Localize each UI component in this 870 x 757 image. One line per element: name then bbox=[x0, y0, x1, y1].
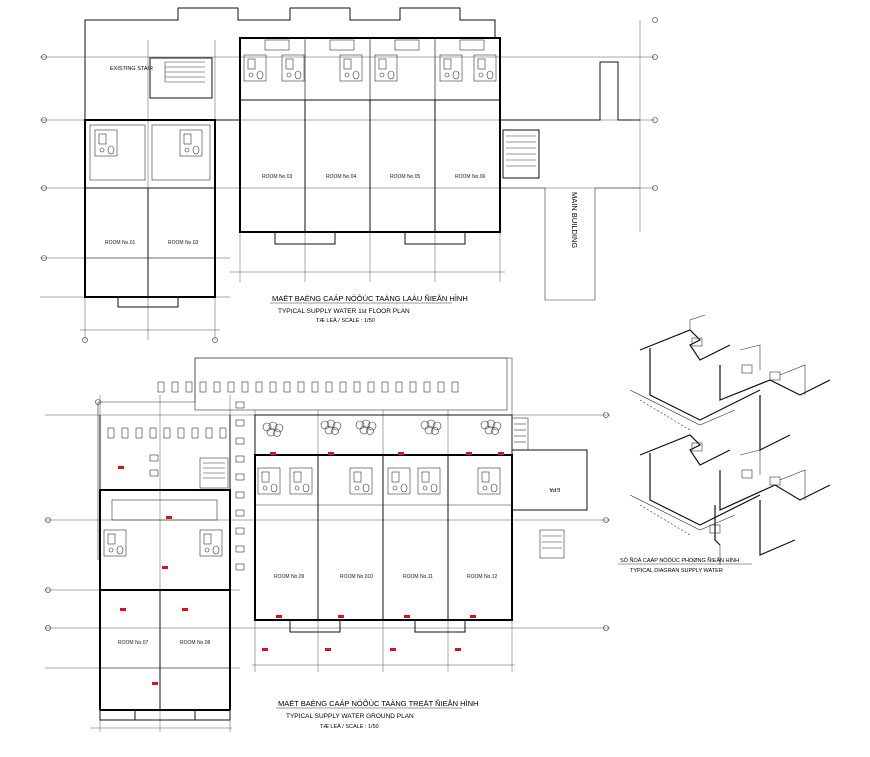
lower-scale: TÆ LEÄ / SCALE : 1/50 bbox=[320, 723, 379, 730]
main-building-label: MAIN BUILDING bbox=[570, 192, 579, 248]
room-label: ROOM No.08 bbox=[180, 640, 211, 646]
iso-lower-level bbox=[629, 434, 831, 565]
upper-plan-title: MAËT BAÈNG CAÁP NÖÔÙC TAÀNG LAÀU ÑIEÅN H… bbox=[270, 294, 468, 324]
upper-right-wing: ROOM No.03 ROOM No.04 ROOM No.05 ROOM No… bbox=[239, 37, 501, 245]
room-label: ROOM No.07 bbox=[118, 640, 149, 646]
room-label: ROOM No.05 bbox=[390, 174, 421, 180]
lower-right-wing: EPA ROOM No.09 ROOM No.010 ROOM No.11 RO… bbox=[254, 414, 588, 633]
lower-title-en: TYPICAL SUPPLY WATER GROUND PLAN bbox=[286, 713, 414, 720]
existing-stair-label: EXISTING STAIR bbox=[110, 66, 153, 72]
upper-title-en: TYPICAL SUPPLY WATER 1st FLOOR PLAN bbox=[278, 308, 410, 315]
room-label: ROOM No.010 bbox=[340, 574, 373, 580]
lower-plan-title: MAËT BAÈNG CAÁP NÖÔÙC TAÀNG TREÄT ÑIEÅN … bbox=[276, 699, 478, 730]
ground-floor-plan: ROOM No.07 ROOM No.08 bbox=[45, 357, 610, 732]
red-valve-markers bbox=[118, 452, 504, 685]
room-label: ROOM No.01 bbox=[105, 240, 136, 246]
iso-upper-level bbox=[629, 314, 831, 451]
diagram-title-en: TYPICAL DIAGRAN SUPPLY WATER bbox=[630, 568, 723, 574]
upper-left-wing: ROOM No.01 ROOM No.03 bbox=[84, 119, 216, 308]
parking-marks bbox=[107, 357, 508, 571]
room-label: ROOM No.03 bbox=[262, 174, 293, 180]
lower-title-vn: MAËT BAÈNG CAÁP NÖÔÙC TAÀNG TREÄT ÑIEÅN … bbox=[278, 699, 478, 708]
upper-floor-plan: EXISTING STAIR ROOM No.01 ROOM No.03 bbox=[40, 7, 658, 343]
room-label: ROOM No.04 bbox=[326, 174, 357, 180]
isometric-supply-diagram: SÔ ÑOÀ CAÁP NÖÔÙC PHOØNG ÑIEÅN HÌNH TYPI… bbox=[618, 314, 831, 574]
lower-axis-markers bbox=[45, 399, 609, 631]
room-label: ROOM No.09 bbox=[274, 574, 305, 580]
upper-title-vn: MAËT BAÈNG CAÁP NÖÔÙC TAÀNG LAÀU ÑIEÅN H… bbox=[272, 294, 468, 303]
existing-structure-hatch: EXISTING STAIR bbox=[84, 7, 496, 121]
lower-grid-lines bbox=[45, 395, 610, 732]
room-label: ROOM No.03 bbox=[168, 240, 199, 246]
upper-scale: TÆ LEÄ / SCALE : 1/50 bbox=[316, 317, 375, 324]
diagram-title: SÔ ÑOÀ CAÁP NÖÔÙC PHOØNG ÑIEÅN HÌNH TYPI… bbox=[618, 557, 752, 574]
boundary-line bbox=[97, 357, 513, 560]
diagram-title-vn: SÔ ÑOÀ CAÁP NÖÔÙC PHOØNG ÑIEÅN HÌNH bbox=[620, 557, 739, 564]
main-building-outline: MAIN BUILDING bbox=[500, 61, 640, 301]
lower-left-wing: ROOM No.07 ROOM No.08 bbox=[99, 415, 231, 721]
room-label: ROOM No.11 bbox=[403, 574, 433, 580]
room-label: ROOM No.12 bbox=[467, 574, 498, 580]
upper-axis-markers bbox=[41, 17, 658, 343]
epa-label: EPA bbox=[549, 486, 560, 492]
room-label: ROOM No.06 bbox=[455, 174, 486, 180]
